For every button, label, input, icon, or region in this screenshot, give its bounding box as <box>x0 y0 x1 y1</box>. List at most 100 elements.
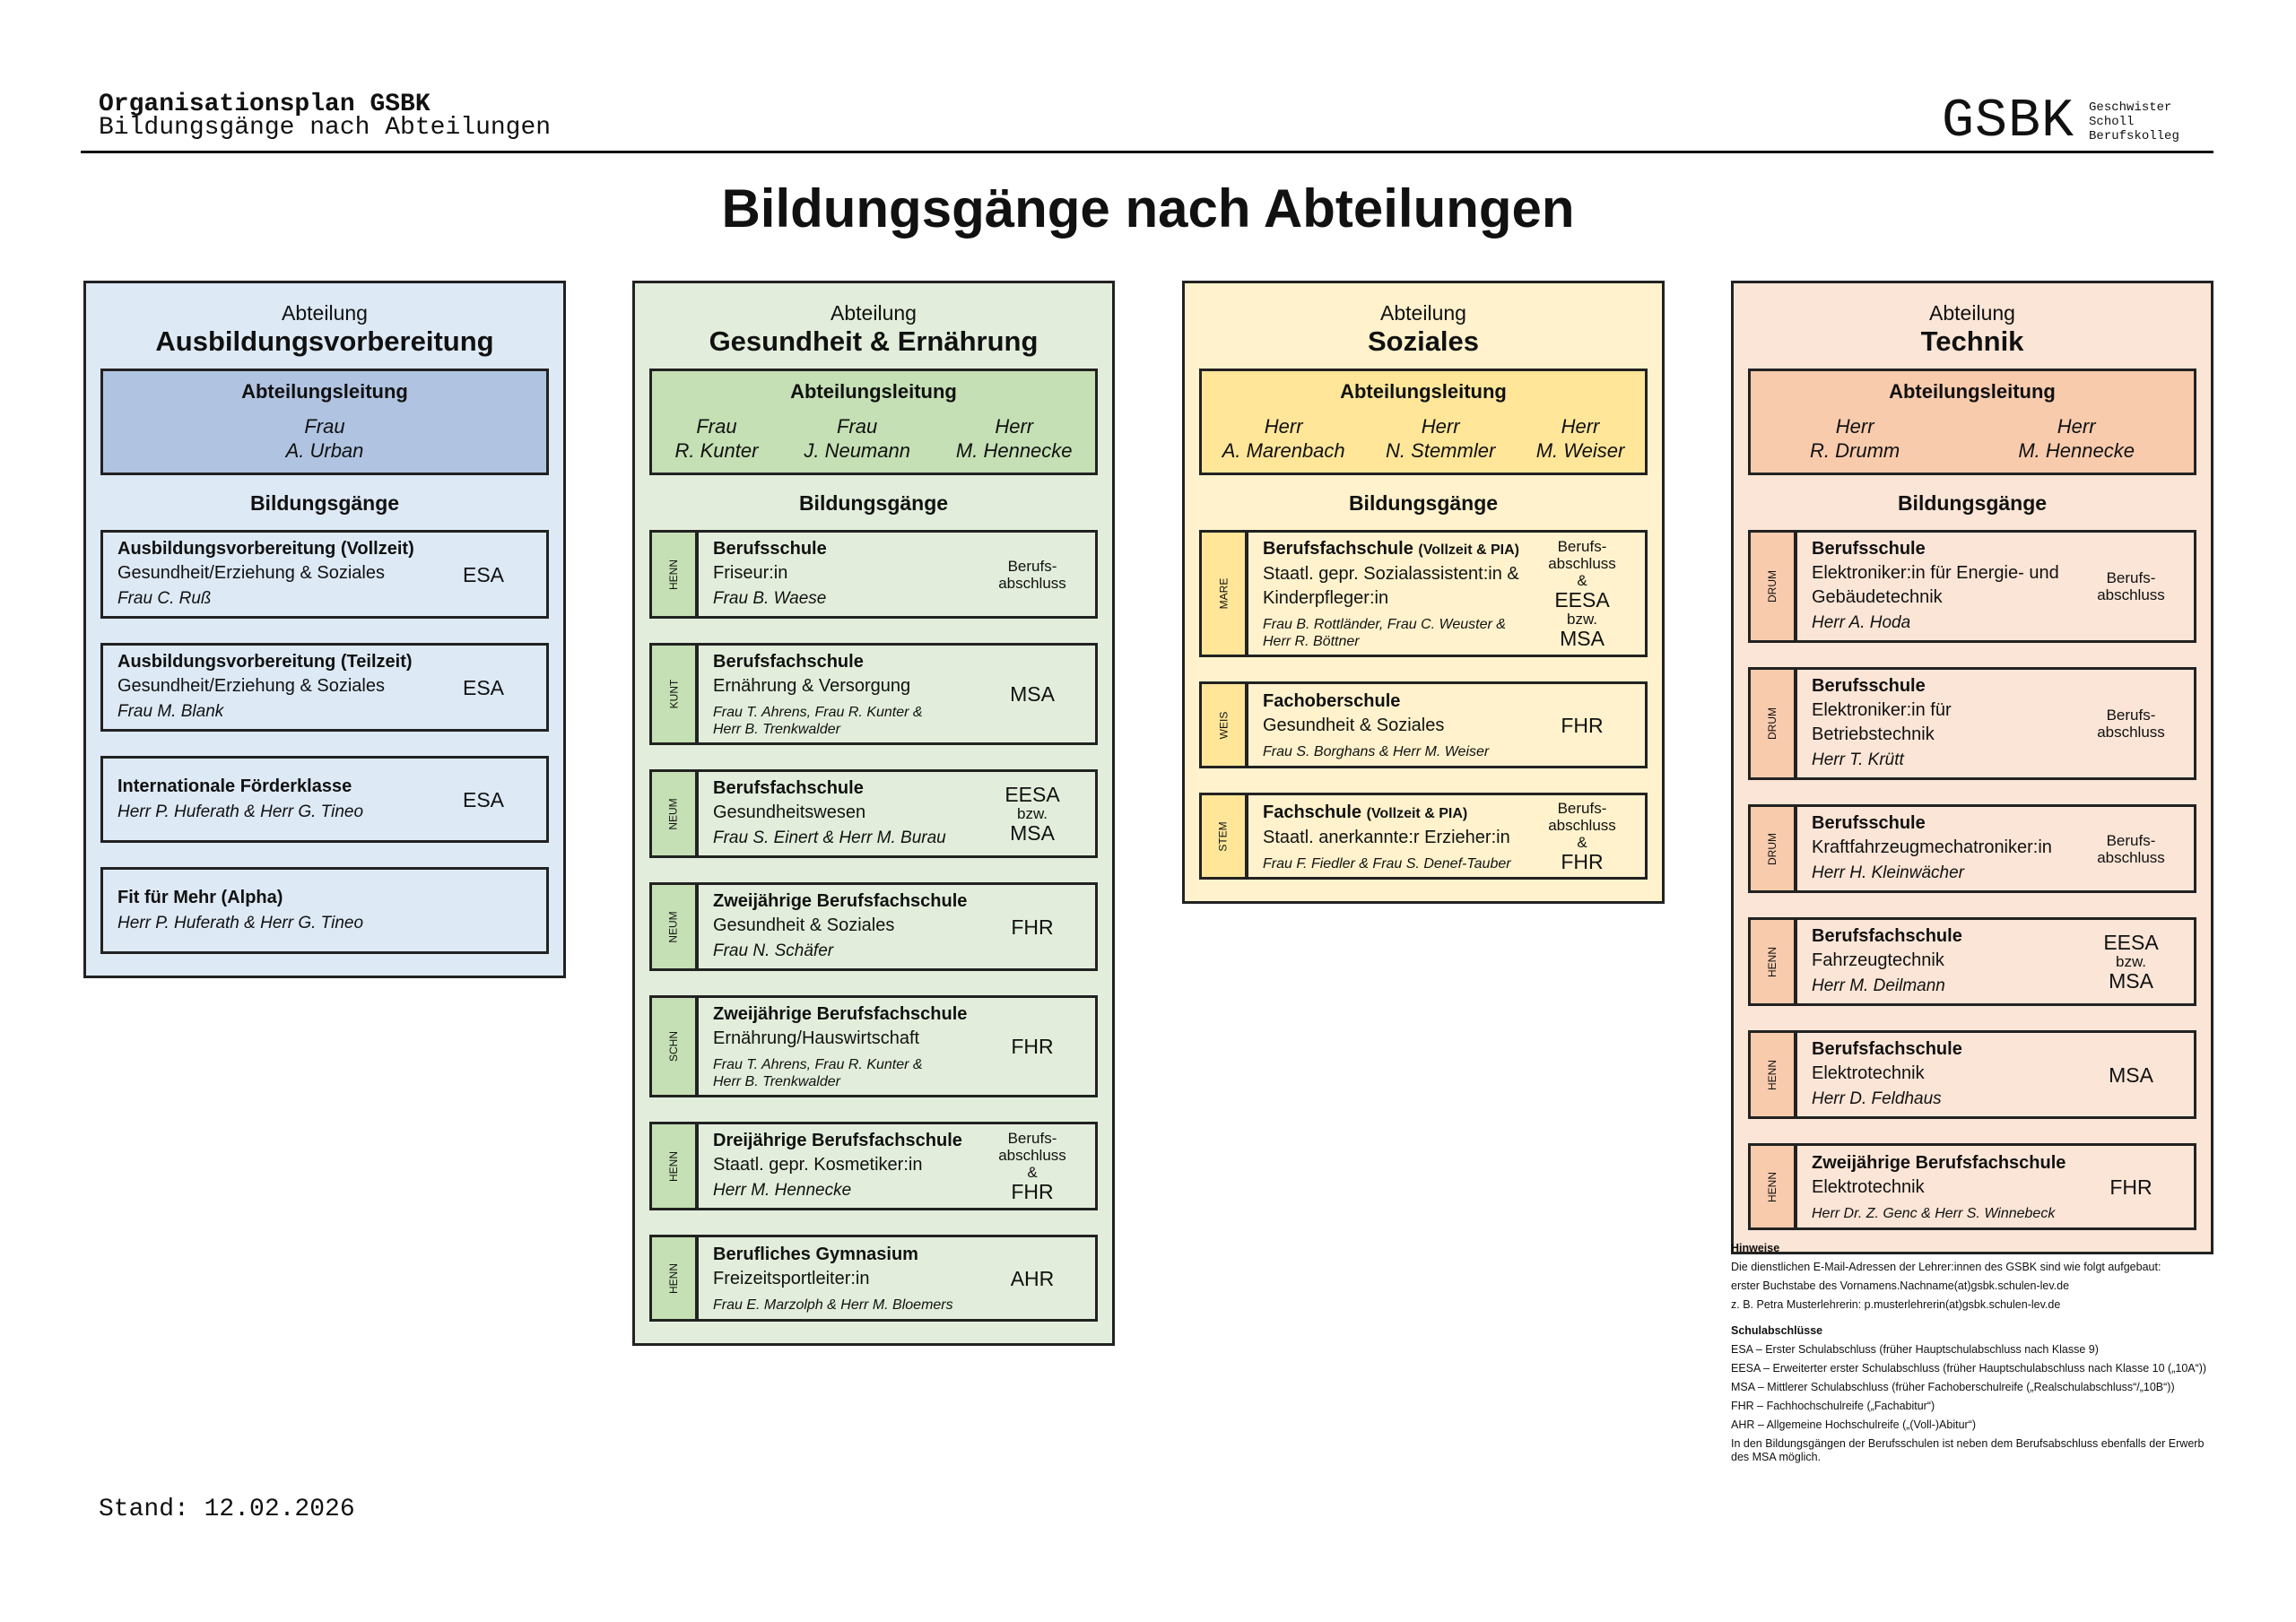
qualification-line: bzw. <box>2115 953 2147 970</box>
course-code-tab: KUNT <box>652 646 699 742</box>
course-title: Zweijährige Berufsfachschule <box>1812 1151 2068 1175</box>
course-type: Berufliches Gymnasium <box>713 1245 918 1264</box>
course-code-tab: DRUM <box>1751 670 1797 777</box>
leader-name: R. Drumm <box>1810 439 1900 462</box>
course-title: Zweijährige Berufsfachschule <box>713 889 970 914</box>
course-code-tab: DRUM <box>1751 807 1797 890</box>
course-type: Zweijährige Berufsfachschule <box>1812 1153 2066 1173</box>
course-type: Fachoberschule <box>1263 691 1401 711</box>
qualification-line: & <box>1577 834 1587 851</box>
leader-salutation: Herr <box>2057 415 2096 438</box>
course-type: Berufsschule <box>1812 676 1926 696</box>
course-code-tab: HENN <box>652 1237 699 1319</box>
course-code-tab: HENN <box>652 533 699 616</box>
course-card: Ausbildungsvorbereitung (Teilzeit)Gesund… <box>100 643 549 732</box>
hinweis-line: Die dienstlichen E-Mail-Adressen der Leh… <box>1731 1261 2161 1273</box>
course-qualification: Berufs-abschluss&FHR <box>970 1124 1095 1208</box>
course-body: Fit für Mehr (Alpha)Herr P. Huferath & H… <box>103 870 421 951</box>
course-type: Zweijährige Berufsfachschule <box>713 891 968 911</box>
course-teachers: Frau B. Rottländer, Frau C. Weuster & He… <box>1263 617 1506 649</box>
qualification-line: ESA <box>462 675 505 699</box>
course-subject: Fahrzeugtechnik <box>1812 950 1944 970</box>
course-title: Zweijährige Berufsfachschule <box>713 1002 970 1027</box>
abschluss-definition: ESA – Erster Schulabschluss (früher Haup… <box>1731 1343 2099 1356</box>
abschluss-definition: FHR – Fachhochschulreife („Fachabitur“) <box>1731 1400 1935 1412</box>
course-card: Fit für Mehr (Alpha)Herr P. Huferath & H… <box>100 867 549 954</box>
course-title: Berufsfachschule <box>713 776 970 801</box>
course-title: Berufliches Gymnasium <box>713 1243 970 1267</box>
course-code-tab: WEIS <box>1202 684 1248 766</box>
logo-subtitle: Geschwister Scholl Berufskolleg <box>2089 100 2179 143</box>
stand-date: Stand: 12.02.2026 <box>99 1496 355 1523</box>
qualification-line: MSA <box>1010 821 1055 845</box>
department-name: Technik <box>1920 325 2024 357</box>
qualification-line: Berufs- <box>1557 800 1607 817</box>
course-subject: Freizeitsportleiter:in <box>713 1269 870 1288</box>
page-title: Bildungsgänge nach Abteilungen <box>721 178 1575 239</box>
qualification-line: & <box>1027 1164 1038 1181</box>
course-teachers: Frau B. Waese <box>713 589 827 608</box>
qualification-line: ESA <box>462 562 505 586</box>
document-header: Organisationsplan GSBK Bildungsgänge nac… <box>99 92 551 141</box>
course-teachers: Frau E. Marzolph & Herr M. Bloemers <box>713 1297 953 1313</box>
qualification-line: Berufs- <box>2106 707 2156 724</box>
qualification-line: ESA <box>462 787 505 811</box>
course-code: HENN <box>1765 946 1779 977</box>
qualification-line: FHR <box>1561 713 1604 737</box>
course-qualification: Berufs-abschluss <box>970 533 1095 616</box>
course-title: Berufsfachschule <box>1812 924 2068 949</box>
course-title: Fachschule (Vollzeit & PIA) <box>1263 801 1519 826</box>
department-name: Ausbildungsvorbereitung <box>155 325 494 357</box>
course-qualification: FHR <box>970 885 1095 968</box>
course-teachers: Frau T. Ahrens, Frau R. Kunter & Herr B.… <box>713 705 923 737</box>
course-card: Ausbildungsvorbereitung (Vollzeit)Gesund… <box>100 530 549 619</box>
leadership-heading: Abteilungsleitung <box>241 380 408 403</box>
course-subject: Staatl. gepr. Sozialassistent:in & Kinde… <box>1263 564 1519 608</box>
course-qualification: Berufs-abschluss <box>2068 670 2194 777</box>
leader-salutation: Frau <box>304 415 345 438</box>
course-teachers: Frau T. Ahrens, Frau R. Kunter & Herr B.… <box>713 1057 923 1089</box>
course-teachers: Frau S. Borghans & Herr M. Weiser <box>1263 744 1490 759</box>
course-type: Dreijährige Berufsfachschule <box>713 1131 962 1150</box>
course-code-tab: MARE <box>1202 533 1248 655</box>
course-teachers: Herr A. Hoda <box>1812 613 1911 632</box>
qualification-line: Berufs- <box>2106 569 2156 586</box>
course-qualification: FHR <box>970 998 1095 1095</box>
abschluss-definition: AHR – Allgemeine Hochschulreife („(Voll-… <box>1731 1418 1977 1431</box>
courses-heading: Bildungsgänge <box>1897 491 2048 515</box>
course-subject: Kraftfahrzeugmechatroniker:in <box>1812 837 2052 857</box>
footer-note: In den Bildungsgängen der Berufsschulen … <box>1731 1437 2205 1463</box>
course-code: SCHN <box>666 1030 680 1063</box>
course-subject: Gesundheit/Erziehung & Soziales <box>117 676 385 696</box>
course-teachers: Frau F. Fiedler & Frau S. Denef-Tauber <box>1263 855 1511 872</box>
course-subject: Ernährung/Hauswirtschaft <box>713 1028 920 1048</box>
course-qualification: FHR <box>2068 1146 2194 1227</box>
